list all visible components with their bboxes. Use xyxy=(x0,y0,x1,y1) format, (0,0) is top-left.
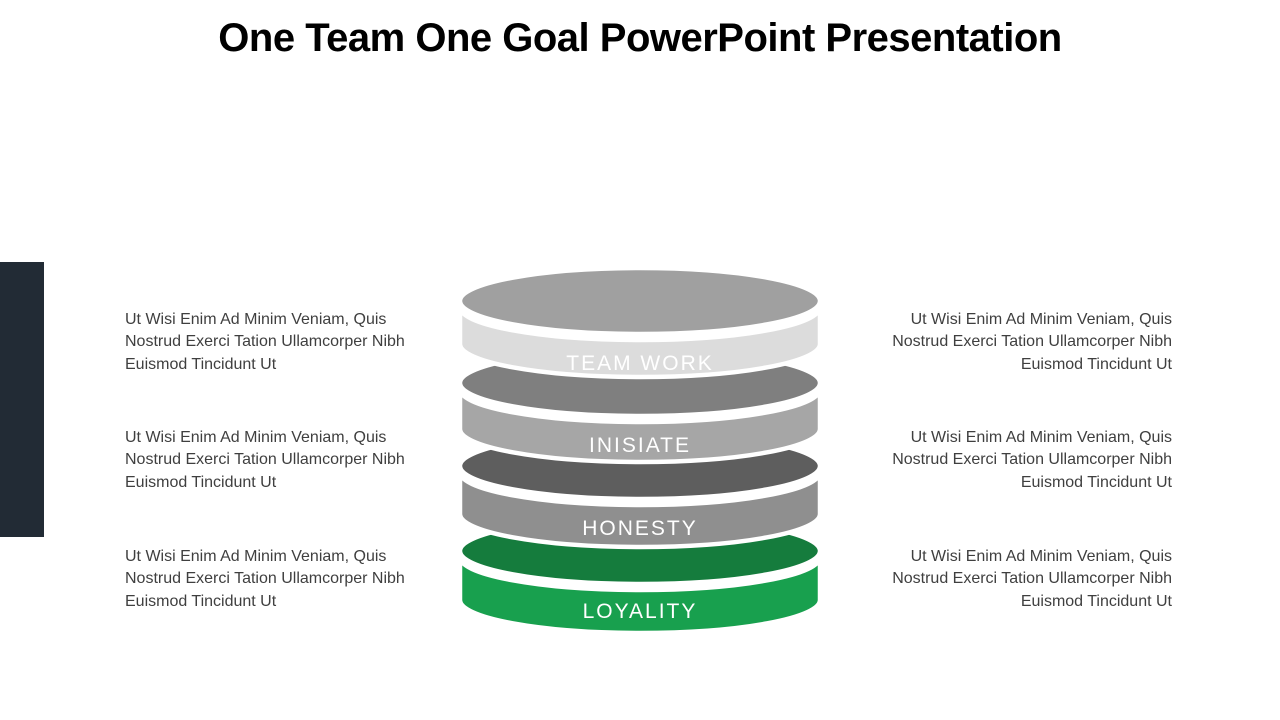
body-text-line: Ut Wisi Enim Ad Minim Veniam, Quis xyxy=(125,311,387,328)
body-text-line: Euismod Tincidunt Ut xyxy=(1020,355,1172,373)
body-text-line: Euismod Tincidunt Ut xyxy=(125,473,277,491)
cylinder-layer-teamwork xyxy=(457,265,823,380)
body-text-line: Nostrud Exerci Tation Ullamcorper Nibh xyxy=(892,333,1172,351)
cylinder-label-teamwork: TEAM WORK xyxy=(566,352,714,375)
body-text-left-2: Ut Wisi Enim Ad Minim Veniam, Quis Nostr… xyxy=(125,427,425,494)
body-text-line: Nostrud Exerci Tation Ullamcorper Nibh xyxy=(892,570,1172,588)
body-text-line: Euismod Tincidunt Ut xyxy=(125,592,277,610)
body-text-right-1: Ut Wisi Enim Ad Minim Veniam, Quis Nostr… xyxy=(872,309,1172,376)
body-text-left-3: Ut Wisi Enim Ad Minim Veniam, Quis Nostr… xyxy=(125,546,425,613)
cylinder-side-band xyxy=(457,306,823,380)
left-accent-bar xyxy=(0,262,44,537)
body-text-line: Ut Wisi Enim Ad Minim Veniam, Quis xyxy=(910,311,1172,328)
cylinder-side-band xyxy=(457,556,823,636)
body-text-line: Euismod Tincidunt Ut xyxy=(1020,592,1172,610)
body-text-line: Nostrud Exerci Tation Ullamcorper Nibh xyxy=(125,451,405,469)
cylinder-label-loyality: LOYALITY xyxy=(583,600,698,623)
cylinder-top-face xyxy=(457,265,823,337)
body-text-line: Ut Wisi Enim Ad Minim Veniam, Quis xyxy=(910,548,1172,565)
body-text-left-1: Ut Wisi Enim Ad Minim Veniam, Quis Nostr… xyxy=(125,309,425,376)
body-text-line: Nostrud Exerci Tation Ullamcorper Nibh xyxy=(125,570,405,588)
body-text-line: Euismod Tincidunt Ut xyxy=(125,355,277,373)
slide-title: One Team One Goal PowerPoint Presentatio… xyxy=(218,16,1062,60)
cylinder-label-inisiate: INISIATE xyxy=(589,434,691,457)
cylinder-side-band xyxy=(457,388,823,465)
body-text-line: Ut Wisi Enim Ad Minim Veniam, Quis xyxy=(910,429,1172,446)
body-text-right-2: Ut Wisi Enim Ad Minim Veniam, Quis Nostr… xyxy=(872,427,1172,494)
body-text-line: Ut Wisi Enim Ad Minim Veniam, Quis xyxy=(125,548,387,565)
body-text-line: Euismod Tincidunt Ut xyxy=(1020,473,1172,491)
body-text-right-3: Ut Wisi Enim Ad Minim Veniam, Quis Nostr… xyxy=(872,546,1172,613)
body-text-line: Nostrud Exerci Tation Ullamcorper Nibh xyxy=(892,451,1172,469)
cylinder-side-band xyxy=(457,471,823,550)
body-text-line: Ut Wisi Enim Ad Minim Veniam, Quis xyxy=(125,429,387,446)
cylinder-label-honesty: HONESTY xyxy=(582,517,698,540)
body-text-line: Nostrud Exerci Tation Ullamcorper Nibh xyxy=(125,333,405,351)
